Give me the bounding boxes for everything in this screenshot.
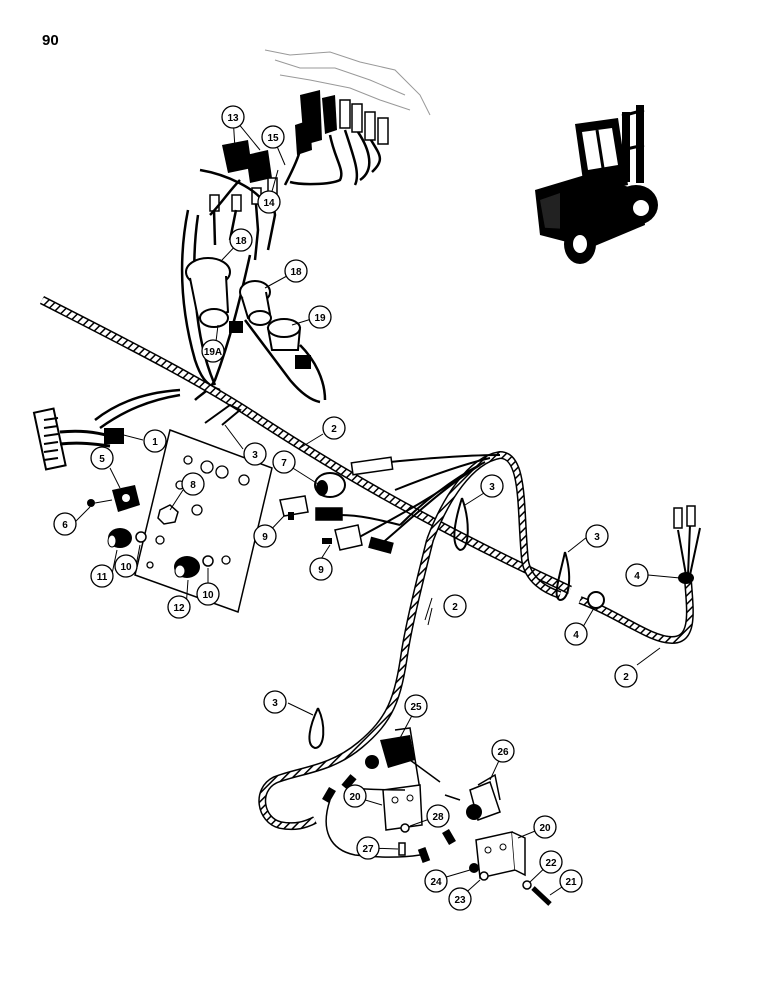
instrument-panel-plate [134,429,273,613]
callout-13: 13 [221,105,245,129]
callout-24-label: 24 [430,877,442,888]
callout-4-right: 4 [625,563,649,587]
callout-14: 14 [257,190,281,214]
callout-5-label: 5 [99,454,105,465]
callout-24: 24 [424,869,448,893]
callout-9-right: 9 [309,557,333,581]
callout-14-label: 14 [263,198,275,209]
switch-bank [295,90,389,155]
tractor-illustration [535,105,658,264]
callout-2-right: 2 [614,664,638,688]
callout-20-lower-label: 20 [539,823,551,834]
callout-19a-label: 19A [204,347,222,358]
connector-block [315,456,394,554]
callout-28: 28 [426,804,450,828]
panel-components [87,472,363,578]
tie-straps [204,403,571,750]
callout-18-right-label: 18 [290,267,302,278]
callout-7-label: 7 [281,458,287,469]
page-number: 90 [42,32,59,49]
callout-3-right-label: 3 [594,532,600,543]
callout-8: 8 [181,472,205,496]
callout-1: 1 [143,429,167,453]
callout-9-right-label: 9 [318,565,324,576]
callout-11: 11 [90,564,114,588]
callout-18-right: 18 [284,259,308,283]
callout-4-grommet-label: 4 [573,630,579,641]
callout-15-label: 15 [267,133,279,144]
callout-28-label: 28 [432,812,444,823]
callout-3-left-label: 3 [252,450,258,461]
callout-15: 15 [261,125,285,149]
callout-19-label: 19 [314,313,326,324]
callout-25-label: 25 [410,702,422,713]
flasher-units [185,257,311,369]
callout-2-right-label: 2 [623,672,629,683]
upper-wires [94,129,382,430]
callout-25: 25 [404,694,428,718]
callout-23-label: 23 [454,895,466,906]
callout-2-upper: 2 [322,416,346,440]
callout-13-label: 13 [227,113,239,124]
callout-2-upper-label: 2 [331,424,337,435]
callout-21-label: 21 [565,877,577,888]
callout-7: 7 [272,450,296,474]
callout-2-middle-label: 2 [452,602,458,613]
callout-26: 26 [491,739,515,763]
callout-18-upper-label: 18 [235,236,247,247]
callout-27: 27 [356,836,380,860]
callout-3-right: 3 [585,524,609,548]
callout-20-upper-label: 20 [349,792,361,803]
relay-13 [209,140,278,212]
callout-3-lower-label: 3 [272,698,278,709]
callout-4-right-label: 4 [634,571,640,582]
callout-12: 12 [167,595,191,619]
callout-23: 23 [448,887,472,911]
callout-22: 22 [539,850,563,874]
callout-19: 19 [308,305,332,329]
callout-1-label: 1 [152,437,158,448]
callout-3-mid-label: 3 [489,482,495,493]
callout-10-right-label: 10 [202,590,214,601]
callout-4-grommet: 4 [564,622,588,646]
callout-10-right: 10 [196,582,220,606]
tail-parts [587,505,701,609]
callout-9-left: 9 [253,524,277,548]
callout-8-label: 8 [190,480,196,491]
left-connector [32,407,124,471]
callout-19a: 19A [201,339,225,363]
callout-11-label: 11 [97,572,108,583]
callout-6-label: 6 [62,520,68,531]
callout-20-upper: 20 [343,784,367,808]
callout-2-middle: 2 [443,594,467,618]
callout-5: 5 [90,446,114,470]
callout-20-lower: 20 [533,815,557,839]
callout-18-upper: 18 [229,228,253,252]
callout-27-label: 27 [362,844,374,855]
callout-3-lower: 3 [263,690,287,714]
leader-lines [74,116,681,899]
callout-3-left: 3 [243,442,267,466]
callout-10-left-label: 10 [120,562,132,573]
callout-3-mid: 3 [480,474,504,498]
callout-10-left: 10 [114,554,138,578]
dash-frame [264,49,431,116]
lower-assembly [322,727,552,906]
callout-12-label: 12 [173,603,185,614]
callout-21: 21 [559,869,583,893]
callout-26-label: 26 [497,747,509,758]
callout-9-left-label: 9 [262,532,268,543]
callout-6: 6 [53,512,77,536]
callout-22-label: 22 [545,858,557,869]
